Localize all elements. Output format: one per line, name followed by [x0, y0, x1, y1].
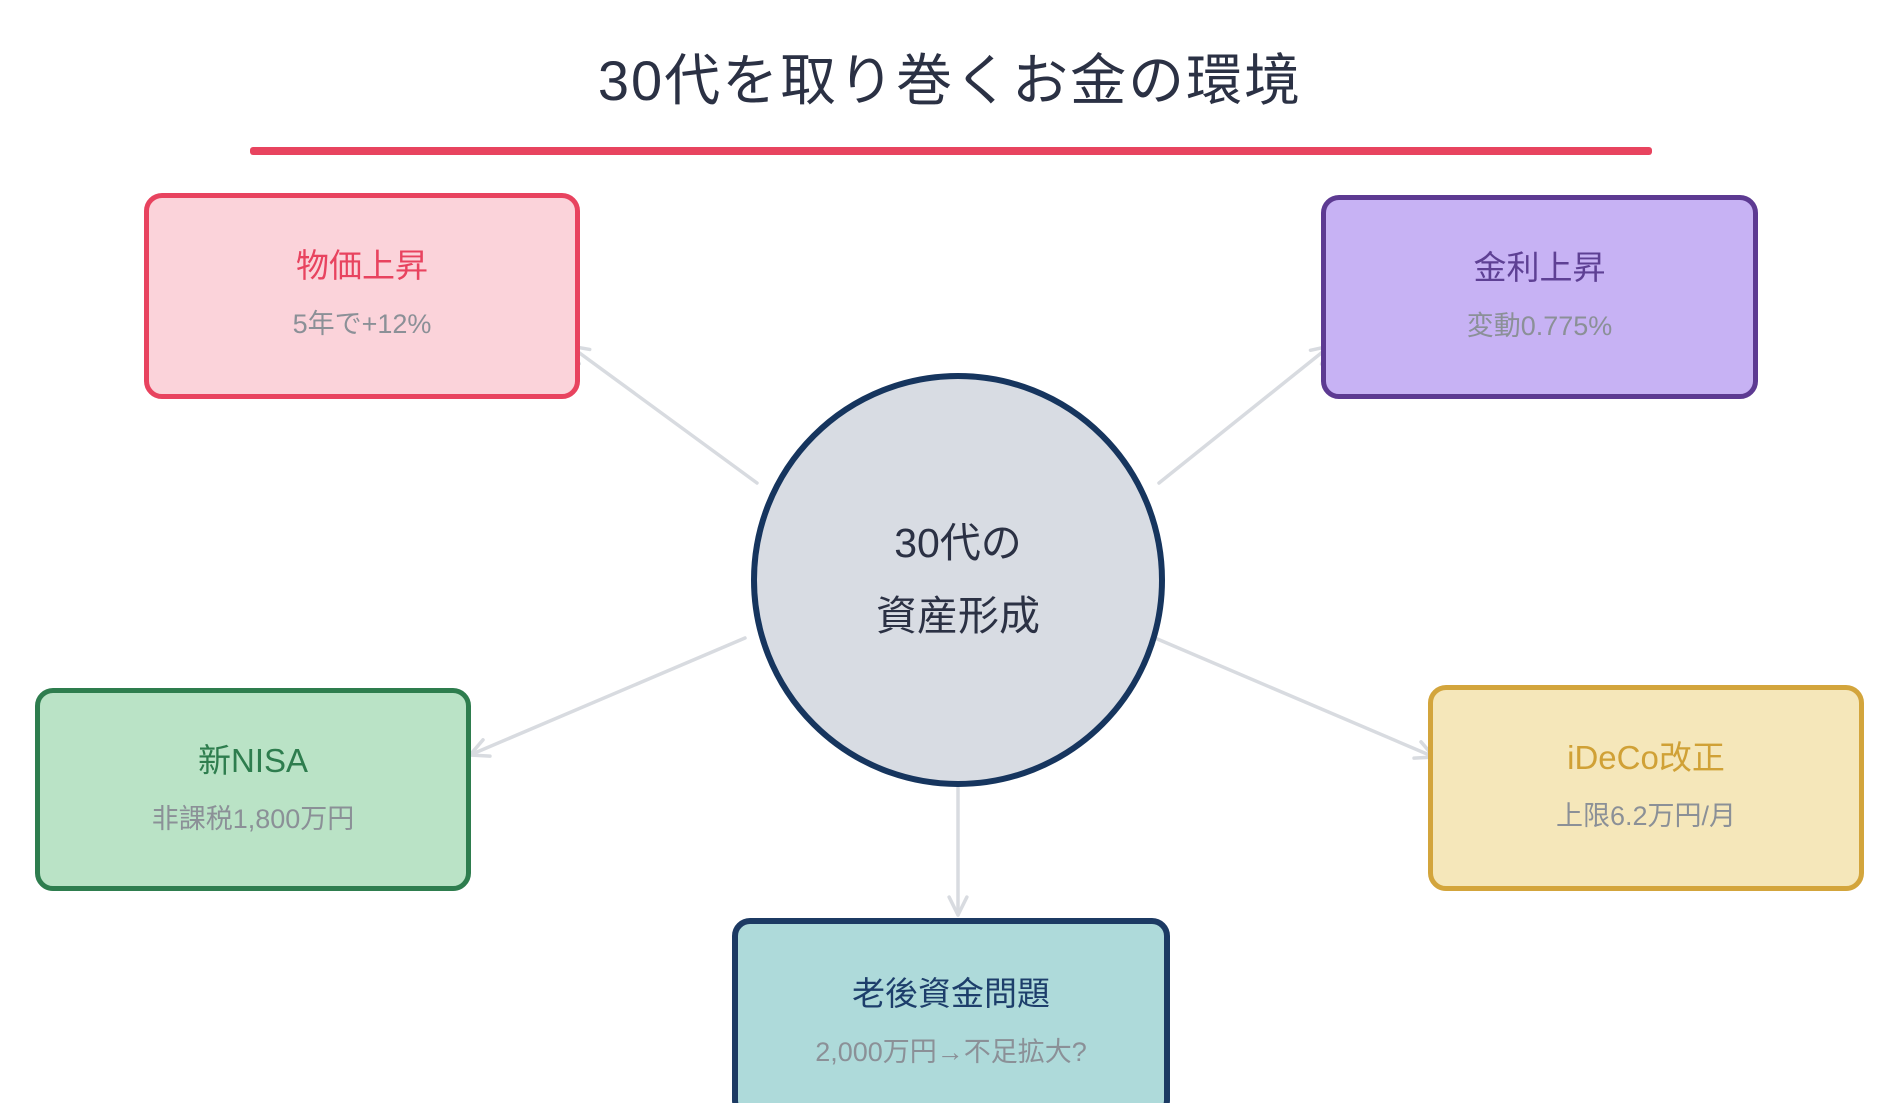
node-interest-rate-subtitle: 変動0.775% [1466, 310, 1613, 341]
node-interest-rate: 金利上昇 変動0.775% [1321, 195, 1758, 399]
page-title: 30代を取り巻くお金の環境 [597, 49, 1303, 112]
node-new-nisa-title: 新NISA [197, 742, 309, 779]
node-retirement-subtitle: 2,000万円→不足拡大? [815, 1036, 1087, 1067]
node-new-nisa-subtitle: 非課税1,800万円 [151, 803, 355, 834]
center-node-label-line1: 30代の [894, 520, 1022, 566]
center-node: 30代の 資産形成 [751, 373, 1165, 787]
node-interest-rate-title: 金利上昇 [1473, 249, 1606, 286]
node-inflation-title: 物価上昇 [296, 247, 428, 284]
center-node-label-line2: 資産形成 [876, 593, 1040, 639]
node-inflation: 物価上昇 5年で+12% [144, 193, 580, 399]
node-retirement-title: 老後資金問題 [852, 975, 1050, 1012]
title-underline [250, 147, 1652, 155]
node-retirement: 老後資金問題 2,000万円→不足拡大? [732, 918, 1170, 1103]
node-ideco-title: iDeCo改正 [1567, 739, 1725, 776]
node-new-nisa: 新NISA 非課税1,800万円 [35, 688, 471, 891]
node-ideco-subtitle: 上限6.2万円/月 [1555, 800, 1737, 831]
node-ideco: iDeCo改正 上限6.2万円/月 [1428, 685, 1864, 891]
node-inflation-subtitle: 5年で+12% [292, 308, 432, 339]
